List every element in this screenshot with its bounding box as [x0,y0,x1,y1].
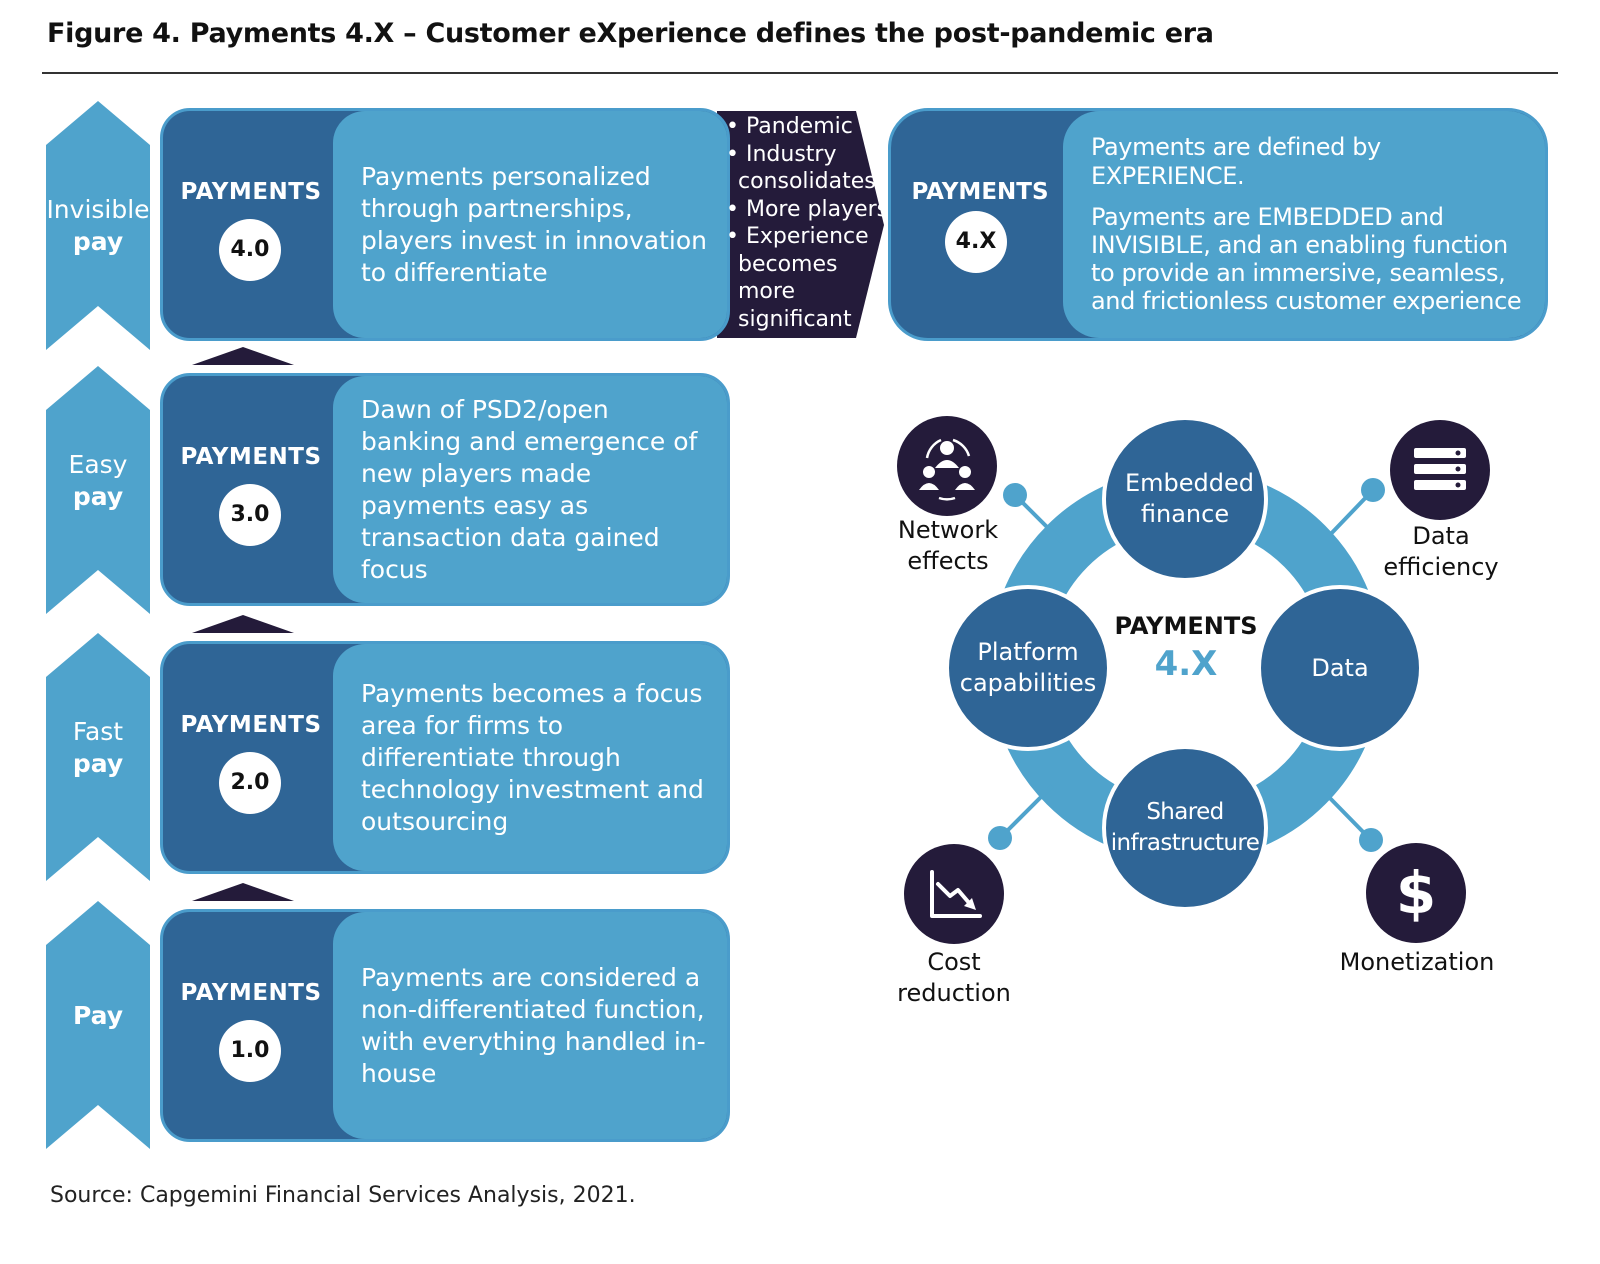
chevron-label-line1: Invisible [46,195,150,224]
pin-data [1361,478,1385,502]
pin-monetization [1359,828,1383,852]
chevron-fast-pay [46,633,150,881]
stage-card-3-0: PAYMENTS 3.0 Dawn of PSD2/open banking a… [160,373,730,606]
figure-title: Figure 4. Payments 4.X – Customer eXperi… [47,18,1214,49]
chevron-label-invisible-pay: Invisible pay [46,194,150,258]
step-arrow-3-to-4 [192,347,294,365]
drivers-callout-arrow [717,111,884,338]
chevron-label-line2: Pay [72,1001,124,1030]
chevron-label-line1: Fast [72,717,124,746]
node-embedded-finance: Embedded finance [1102,416,1268,582]
chevron-pay [46,901,150,1149]
version-badge: 4.0 [219,219,281,281]
driver-item: • Experience becomes more significant [726,224,869,332]
version-badge: 4.X [945,211,1007,273]
driver-item: • Industry consolidates [726,141,876,195]
version-badge: 1.0 [219,1020,281,1082]
node-shared-infrastructure: Shared infrastructure [1102,745,1268,911]
step-arrow-2-to-3 [192,615,294,633]
pin-network [1003,483,1027,507]
driver-item: • More players [726,196,889,222]
stage-description: Payments are considered a non-differenti… [361,962,706,1088]
chevron-label-fast-pay: Fast pay [46,716,150,780]
dollar-icon: $ [1366,843,1466,943]
node-data: Data [1257,585,1423,751]
future-description: Payments are EMBEDDED and INVISIBLE, and… [1091,203,1522,315]
chevron-invisible-pay [46,101,150,350]
stage-card-4-0: PAYMENTS 4.0 Payments personalized throu… [160,108,730,341]
stage-description: Payments personalized through partnershi… [361,161,707,287]
version-badge: 3.0 [219,484,281,546]
benefit-label-cost-reduction: Cost reduction [897,948,1011,1007]
node-platform-capabilities: Platform capabilities [945,585,1111,751]
chevron-label-line2: pay [72,482,124,511]
hub-title: PAYMENTS [1114,612,1258,640]
payments-4x-card: PAYMENTS 4.X Payments are defined by EXP… [888,108,1548,341]
payments-label: PAYMENTS [180,444,322,470]
version-badge: 2.0 [219,752,281,814]
payments-label: PAYMENTS [180,179,322,205]
title-rule [42,72,1558,74]
stage-card-1-0: PAYMENTS 1.0 Payments are considered a n… [160,909,730,1142]
source-note: Source: Capgemini Financial Services Ana… [50,1183,636,1208]
payments-label: PAYMENTS [180,712,322,738]
chevron-label-line1: Easy [68,450,128,479]
chevron-label-pay: Pay [46,1000,150,1032]
stage-description: Dawn of PSD2/open banking and emergence … [361,394,698,584]
future-definition: Payments are defined by EXPERIENCE. [1091,133,1381,190]
server-icon [1390,420,1490,520]
stage-description: Payments becomes a focus area for firms … [361,678,704,836]
pin-cost [988,826,1012,850]
payments-label: PAYMENTS [911,179,1049,205]
chevron-label-easy-pay: Easy pay [46,449,150,513]
benefit-label-data-efficiency: Data efficiency [1383,522,1499,581]
benefit-label-monetization: Monetization [1339,948,1495,976]
hub-version: 4.X [1154,644,1218,684]
stage-card-2-0: PAYMENTS 2.0 Payments becomes a focus ar… [160,641,730,874]
payments-label: PAYMENTS [180,980,322,1006]
benefit-label-network: Network effects [897,516,999,575]
driver-item: • Pandemic [726,114,853,139]
step-arrow-1-to-2 [192,883,294,901]
network-people-icon [897,416,997,516]
chevron-label-line2: pay [72,749,124,778]
chevron-easy-pay [46,366,150,614]
chart-down-icon [904,844,1004,944]
chevron-label-line2: pay [72,227,124,256]
drivers-list: • Pandemic • Industry consolidates • Mor… [722,113,892,333]
